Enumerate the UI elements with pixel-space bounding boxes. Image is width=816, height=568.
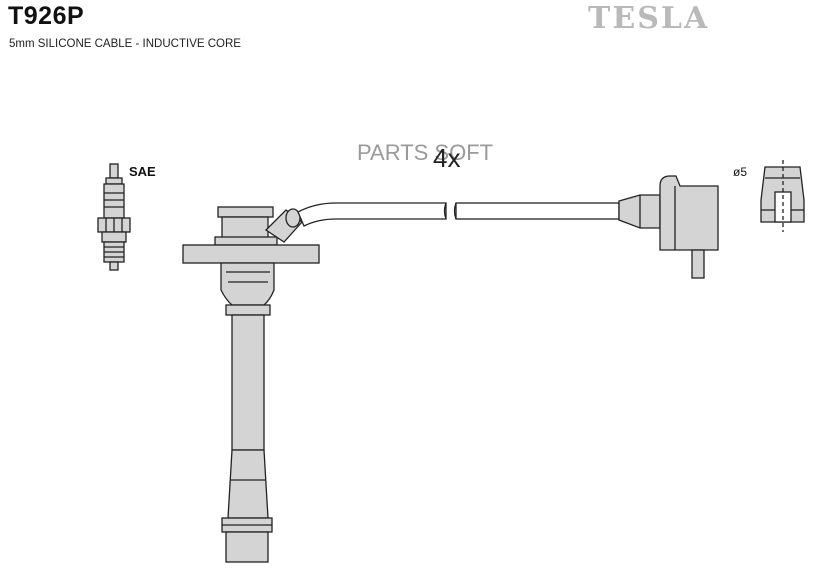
spark-plug-boot [182,206,320,563]
spark-plug-label: SAE [129,164,156,179]
spark-plug-icon [97,163,131,271]
cable-description: 5mm SILICONE CABLE - INDUCTIVE CORE [9,38,241,50]
watermark: PARTS SOFT [357,140,494,165]
brand-logo: TESLA [588,1,710,36]
quantity-label: 4x [433,143,461,173]
connector-diameter-label: ø5 [733,165,748,179]
coil-connector [618,175,719,279]
boot-elbow [264,208,303,243]
ignition-cable [297,202,620,227]
part-number: T926P [8,2,85,30]
terminal-section-icon [760,160,805,232]
